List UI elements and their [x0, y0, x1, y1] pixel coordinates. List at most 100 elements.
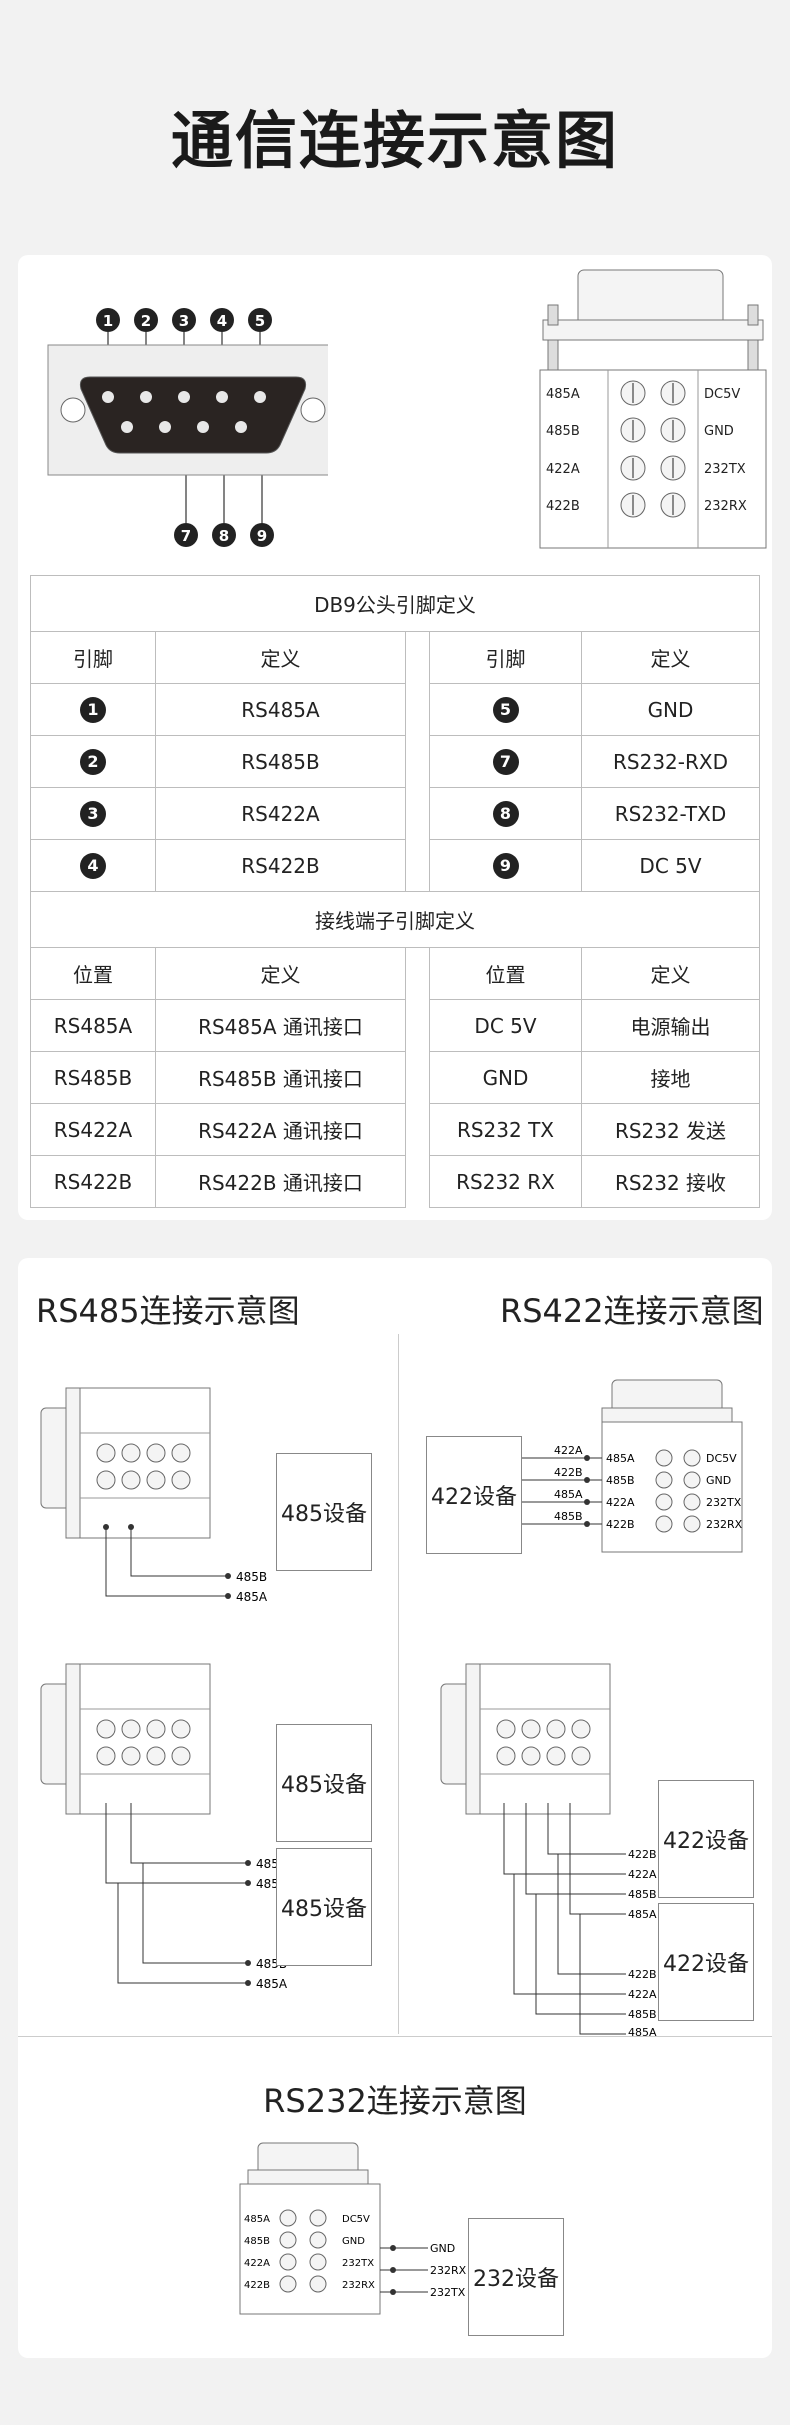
terminal-label: 422A — [244, 2258, 270, 2269]
table-cell: RS422B — [30, 1155, 156, 1208]
terminal-label: 232TX — [706, 1496, 742, 1509]
pin-number: 1 — [80, 697, 106, 723]
column-header: 引脚 — [30, 631, 156, 684]
pin-marker: 9 — [250, 523, 274, 547]
db9-connector-diagram: 1 2 3 4 5 7 8 9 — [47, 308, 328, 547]
pin-label: 3 — [179, 312, 189, 330]
pin-label: 9 — [257, 527, 267, 545]
rs232-device-box: 232设备 — [468, 2218, 564, 2336]
column-header: 定义 — [581, 631, 760, 684]
db9-top-pin-markers: 1 2 3 4 5 — [96, 308, 272, 332]
table-cell: DC 5V — [429, 999, 582, 1052]
wire-label: 485A — [256, 1977, 288, 1991]
table-cell: GND — [581, 683, 760, 736]
pin-label: 7 — [181, 527, 191, 545]
table-cell: RS485B — [30, 1051, 156, 1104]
rs422-device-box: 422设备 — [658, 1903, 754, 2021]
table-cell: RS485A — [155, 683, 406, 736]
terminal-label: DC5V — [706, 1452, 737, 1465]
terminal-label: 232RX — [704, 499, 747, 514]
wire-label: 485A — [628, 1908, 657, 1921]
pin-label: 1 — [103, 312, 113, 330]
pin-marker: 4 — [210, 308, 234, 332]
definition-card: 1 2 3 4 5 7 8 9 — [18, 255, 772, 1220]
terminal-label: DC5V — [704, 387, 740, 402]
table-cell: RS232 RX — [429, 1155, 582, 1208]
wire-label: 485A — [628, 2026, 657, 2038]
table-row: 4 RS422B 9 DC 5V — [30, 839, 760, 892]
rs485-title: RS485连接示意图 — [36, 1292, 300, 1330]
table-cell: 接地 — [581, 1051, 760, 1104]
table-row: 3 RS422A 8 RS232-TXD — [30, 787, 760, 840]
terminal-table-header: 接线端子引脚定义 — [30, 891, 760, 948]
wire-label: 422B — [554, 1466, 583, 1479]
wire-label: 422A — [628, 1868, 657, 1881]
table-cell: RS422B — [155, 839, 406, 892]
wire-label: 422A — [554, 1444, 583, 1457]
terminal-label: 485A — [606, 1452, 635, 1465]
column-header: 定义 — [155, 631, 406, 684]
table-cell: DC 5V — [581, 839, 760, 892]
rs485-terminal-diagram — [40, 1387, 211, 1539]
table-cell: RS485A — [30, 999, 156, 1052]
pin-number: 2 — [80, 749, 106, 775]
table-cell: RS422A 通讯接口 — [155, 1103, 406, 1156]
terminal-label: 232RX — [706, 1518, 743, 1531]
terminal-label: 232TX — [704, 462, 746, 477]
wire-label: 485B — [628, 1888, 657, 1901]
terminal-label: 422A — [546, 462, 580, 477]
table-cell: RS485B — [155, 735, 406, 788]
wire-label: 485A — [236, 1590, 268, 1604]
terminal-label: DC5V — [342, 2214, 370, 2225]
table-row: 1 RS485A 5 GND — [30, 683, 760, 736]
pin-marker: 7 — [174, 523, 198, 547]
page-title: 通信连接示意图 — [170, 104, 619, 177]
pin-definition-table: DB9公头引脚定义 引脚 定义 引脚 定义 1 RS485A 5 GND 2 R… — [30, 575, 760, 1208]
wire-label: 422A — [628, 1988, 657, 2001]
wire-label: 485A — [554, 1488, 583, 1501]
terminal-label: GND — [342, 2236, 365, 2247]
table-row: RS485A RS485A 通讯接口 DC 5V 电源输出 — [30, 999, 760, 1052]
pin-label: 4 — [217, 312, 227, 330]
table-cell: 电源输出 — [581, 999, 760, 1052]
rs232-terminal-diagram: 485A 485B 422A 422B DC5V GND 232TX 232RX… — [239, 2142, 467, 2315]
wire-label: GND — [430, 2242, 455, 2255]
table-cell: RS232 TX — [429, 1103, 582, 1156]
terminal-label: 232RX — [342, 2280, 375, 2291]
table-row: RS485B RS485B 通讯接口 GND 接地 — [30, 1051, 760, 1104]
table-cell: RS232-TXD — [581, 787, 760, 840]
column-header: 位置 — [429, 947, 582, 1000]
terminal-label: 422A — [606, 1496, 635, 1509]
pin-marker: 5 — [248, 308, 272, 332]
db9-table-header: DB9公头引脚定义 — [30, 575, 760, 632]
table-cell: RS422A — [30, 1103, 156, 1156]
column-header: 定义 — [581, 947, 760, 1000]
terminal-label: 422B — [546, 499, 580, 514]
wiring-card: RS485连接示意图 RS422连接示意图 RS232连接示意图 485B 48… — [18, 1258, 772, 2358]
rs485-device-box: 485设备 — [276, 1724, 372, 1842]
pin-number: 3 — [80, 801, 106, 827]
pin-marker: 8 — [212, 523, 236, 547]
pin-marker: 1 — [96, 308, 120, 332]
terminal-label: 485A — [244, 2214, 270, 2225]
rs485-device-box: 485设备 — [276, 1848, 372, 1966]
table-row: 位置 定义 位置 定义 — [30, 947, 760, 1000]
pin-label: 5 — [255, 312, 265, 330]
table-row: RS422B RS422B 通讯接口 RS232 RX RS232 接收 — [30, 1155, 760, 1208]
rs485-device-box: 485设备 — [276, 1453, 372, 1571]
wire-label: 232TX — [430, 2286, 466, 2299]
wire-label: 485B — [554, 1510, 583, 1523]
terminal-label: 422B — [606, 1518, 635, 1531]
table-row: 引脚 定义 引脚 定义 — [30, 631, 760, 684]
pin-number: 8 — [492, 801, 519, 827]
table-cell: RS232 发送 — [581, 1103, 760, 1156]
db9-bottom-pin-markers: 7 8 9 — [174, 523, 274, 547]
pin-number: 5 — [492, 697, 519, 723]
rs422-device-box: 422设备 — [658, 1780, 754, 1898]
table-cell: GND — [429, 1051, 582, 1104]
wire-label: 485B — [628, 2008, 657, 2021]
terminal-label: 422B — [244, 2280, 270, 2291]
rs232-title: RS232连接示意图 — [263, 2082, 527, 2120]
terminal-label: 485A — [546, 387, 580, 402]
terminal-block-diagram: 485A 485B 422A 422B DC5V GND 232TX 232RX — [539, 269, 767, 549]
